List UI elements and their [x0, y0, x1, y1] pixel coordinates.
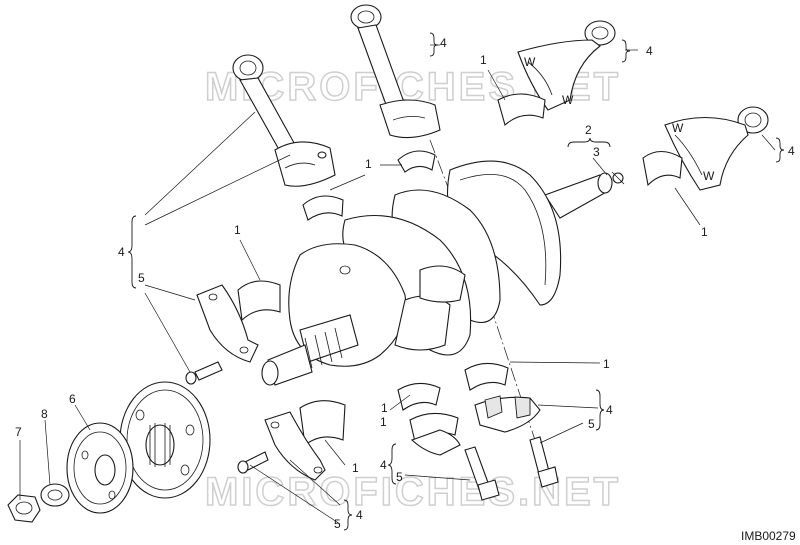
callout-bearing-left-1: 1 — [603, 357, 610, 371]
rod-cap-bottom-right — [474, 395, 541, 433]
rod-cap-left — [196, 284, 259, 363]
callout-plug-3: 3 — [593, 145, 600, 159]
bolt-bottom-right — [529, 436, 559, 488]
callout-rod-top-4: 4 — [440, 36, 447, 50]
callout-rod-tr-4: 4 — [646, 44, 653, 58]
rod-cap-bottom — [410, 429, 461, 456]
callout-rod-right-4: 4 — [788, 144, 795, 158]
bearing-shell-right — [642, 150, 683, 187]
svg-text:W: W — [562, 93, 574, 107]
svg-text:W: W — [672, 121, 684, 135]
callout-bearing-top-1: 1 — [365, 157, 372, 171]
callout-cap-bottom-4: 4 — [356, 508, 363, 522]
callout-labels: 4 1 4 1 2 3 4 1 1 4 5 1 7 8 6 1 1 1 4 5 … — [15, 36, 795, 531]
bearing-shell-top-center — [397, 150, 436, 173]
timing-gear — [119, 381, 211, 499]
sprocket — [66, 422, 134, 514]
callout-bearing-lr-1: 1 — [380, 415, 387, 429]
bearing-shell-lower-left — [397, 382, 441, 411]
leader-lines — [19, 44, 776, 525]
bolt-bottom-mid — [464, 446, 500, 501]
bearing-shell-lower-mid — [464, 362, 509, 391]
callout-bearing-mid-1: 1 — [234, 223, 241, 237]
callout-crank-2: 2 — [585, 123, 592, 137]
callout-bearing-tr-1: 1 — [480, 53, 487, 67]
braces — [127, 32, 785, 531]
callout-rod-left-4: 4 — [118, 245, 125, 259]
callout-bolt-br-5: 5 — [588, 417, 595, 431]
callout-cap-br-4: 4 — [606, 403, 613, 417]
callout-rod-bm-4: 4 — [380, 458, 387, 472]
callout-bearing-right-1: 1 — [701, 225, 708, 239]
callout-bolt-bm-5: 5 — [396, 470, 403, 484]
callout-nut-7: 7 — [15, 425, 22, 439]
callout-bearing-bl-1: 1 — [352, 461, 359, 475]
reference-code: IMB00279 — [741, 529, 796, 543]
connecting-rod-top-left — [232, 54, 336, 187]
connecting-rod-right: W W — [664, 106, 769, 191]
callout-washer-8: 8 — [41, 407, 48, 421]
svg-text:W: W — [703, 169, 715, 183]
bearing-shell-center-left — [302, 195, 344, 221]
nut — [7, 494, 41, 523]
svg-text:W: W — [524, 55, 536, 69]
rod-cap-bottom-center — [264, 411, 326, 481]
callout-sprocket-6: 6 — [69, 392, 76, 406]
connecting-rod-top-center — [350, 4, 441, 139]
bolt-left — [185, 361, 223, 385]
connecting-rod-top-right: W W — [517, 20, 616, 111]
crankshaft — [261, 160, 613, 386]
callout-bolt-left-5: 5 — [138, 271, 145, 285]
oil-plug — [611, 171, 625, 185]
bearing-shell-left — [237, 280, 281, 322]
washer — [40, 483, 70, 507]
callout-bearing-lower-1: 1 — [381, 401, 388, 415]
bearing-shell-top-right — [497, 93, 546, 126]
bearing-shell-bottom-center — [299, 400, 346, 447]
callout-bolt-bottom-5: 5 — [334, 517, 341, 531]
